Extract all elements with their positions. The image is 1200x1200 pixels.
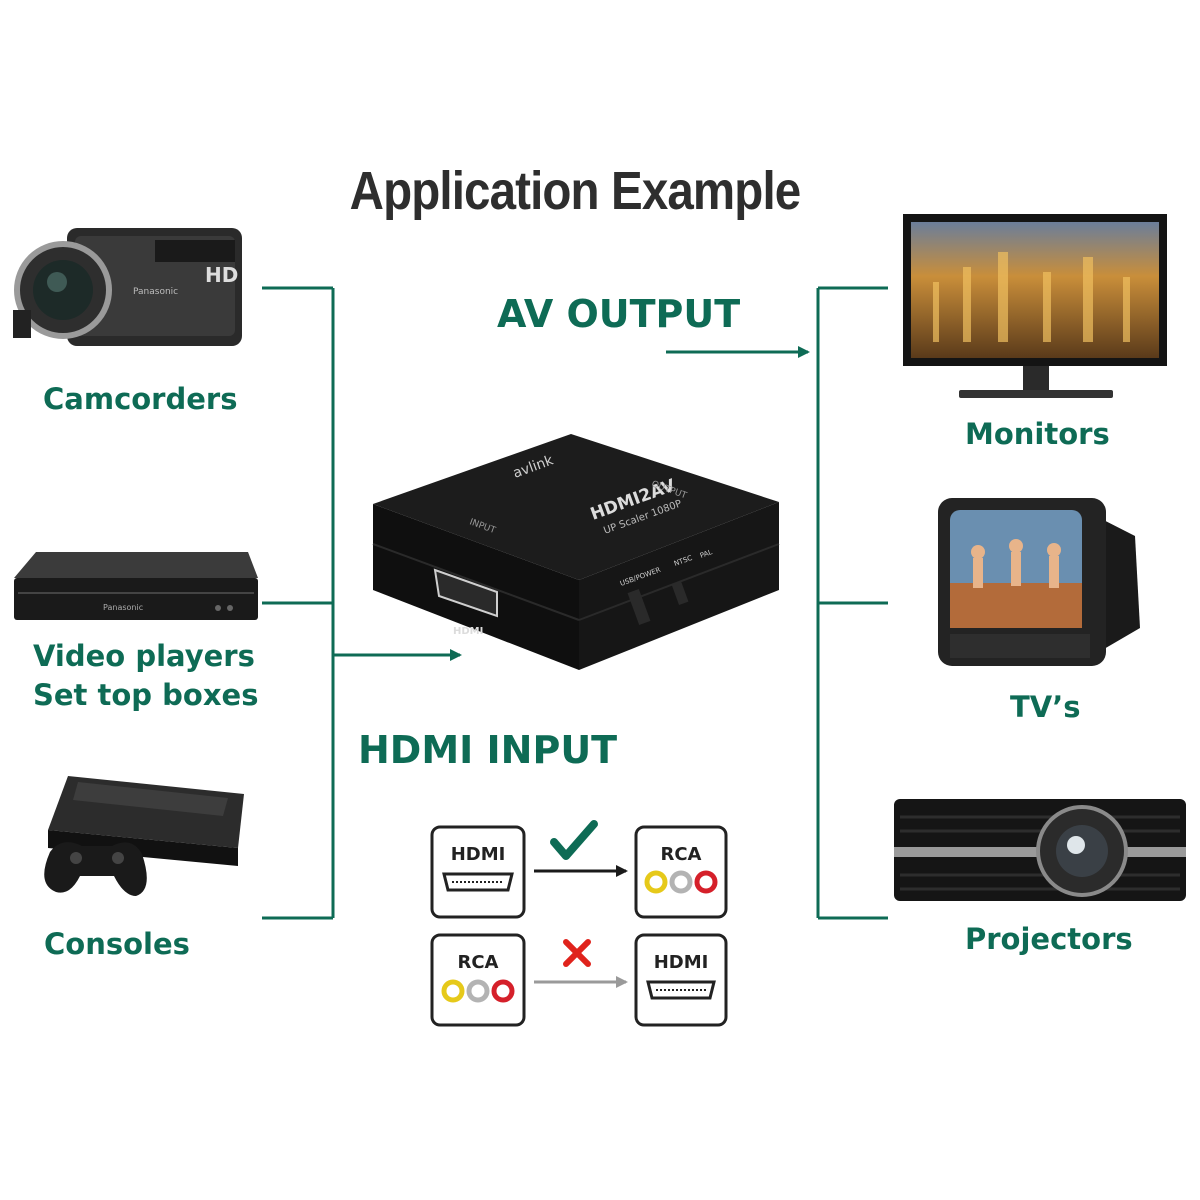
monitor-icon <box>903 214 1167 398</box>
compat-row1-to: RCA <box>660 844 701 865</box>
input-label-camcorders: Camcorders <box>43 382 238 416</box>
device-pal-text: PAL <box>699 548 714 560</box>
projector-icon <box>894 799 1186 901</box>
device-port-text: HDMI <box>453 626 483 637</box>
camcorder-icon: HD Panasonic <box>13 228 242 346</box>
output-label-monitors: Monitors <box>965 417 1110 451</box>
converter-device: HDMI2AV UP Scaler 1080P avlink OUTPUT IN… <box>372 434 780 670</box>
check-icon <box>550 820 598 860</box>
av-output-label: AV OUTPUT <box>497 292 741 336</box>
cross-icon <box>563 939 591 967</box>
input-label-consoles: Consoles <box>44 927 190 961</box>
compat-row2-from: RCA <box>457 952 498 973</box>
input-label-set-top-boxes: Set top boxes <box>33 678 259 712</box>
output-label-tvs: TV’s <box>1010 690 1081 724</box>
crt-tv-icon <box>938 498 1140 666</box>
output-label-projectors: Projectors <box>965 922 1133 956</box>
svg-text:HD: HD <box>205 263 238 287</box>
compatibility-chart: HDMI RCA RCA HDMI <box>430 820 728 1027</box>
blu-ray-player-icon: Panasonic <box>14 552 258 620</box>
svg-text:Panasonic: Panasonic <box>103 603 143 612</box>
game-console-icon <box>44 776 244 896</box>
compat-row2-to: HDMI <box>654 952 709 973</box>
compat-row1-from: HDMI <box>451 844 506 865</box>
input-label-video-players: Video players <box>33 639 255 673</box>
page-title: Application Example <box>349 161 802 221</box>
hdmi-input-label: HDMI INPUT <box>358 728 618 772</box>
svg-text:Panasonic: Panasonic <box>133 287 178 297</box>
